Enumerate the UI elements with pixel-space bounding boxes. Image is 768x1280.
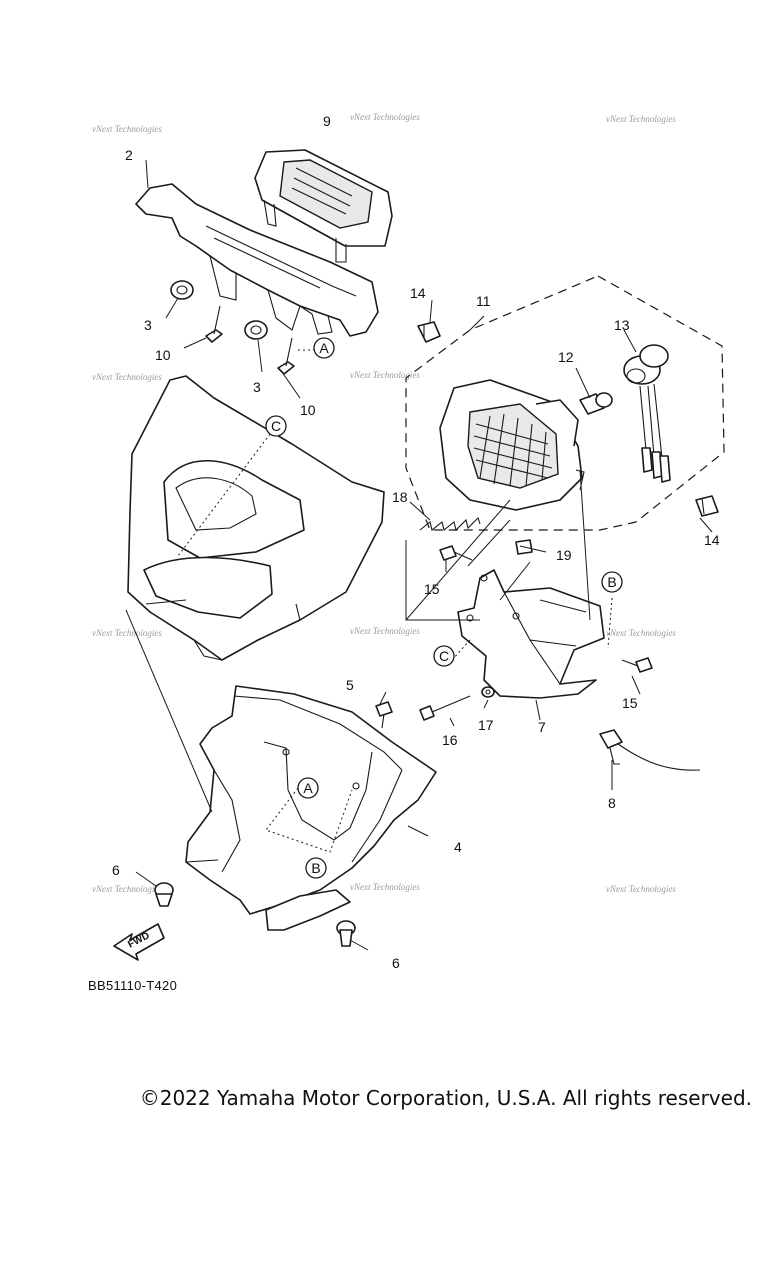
copyright-notice: ©2022 Yamaha Motor Corporation, U.S.A. A… [139, 1086, 752, 1110]
part-12-bulb [579, 392, 613, 415]
callout-12: 12 [558, 349, 574, 365]
watermark: vNext Technologies [350, 626, 420, 636]
part-2-bracket [135, 183, 379, 337]
part-4-lower-cover [185, 685, 437, 931]
part-5-screw [375, 701, 393, 729]
callout-10: 10 [300, 402, 316, 418]
reference-markers: A A B B C C [265, 337, 623, 879]
connection-lines [125, 159, 713, 951]
headlight-assembly-outline [405, 275, 725, 531]
part-3-grommets [170, 280, 268, 340]
callout-4: 4 [454, 839, 462, 855]
watermark: vNext Technologies [606, 628, 676, 638]
watermark: vNext Technologies [92, 884, 162, 894]
callout-10: 10 [155, 347, 171, 363]
watermark: vNext Technologies [606, 114, 676, 124]
callout-9: 9 [323, 113, 331, 129]
callout-6: 6 [112, 862, 120, 878]
part-8-clamp [599, 729, 701, 771]
fwd-arrow-icon: FWD [113, 923, 165, 961]
callout-3: 3 [144, 317, 152, 333]
watermark: vNext Technologies [92, 124, 162, 134]
diagram-code: BB51110-T420 [88, 978, 178, 993]
callout-13: 13 [614, 317, 630, 333]
callout-17: 17 [478, 717, 494, 733]
callout-6: 6 [392, 955, 400, 971]
callout-14: 14 [410, 285, 426, 301]
headlight-unit [439, 379, 585, 511]
callout-7: 7 [538, 719, 546, 735]
part-18-spring [419, 516, 481, 532]
ref-c: C [439, 648, 449, 664]
ref-c: C [271, 418, 281, 434]
callout-3: 3 [253, 379, 261, 395]
watermark: vNext Technologies [606, 884, 676, 894]
part-7-stay [457, 569, 605, 699]
watermark: vNext Technologies [350, 882, 420, 892]
part-9-meter [254, 149, 393, 263]
callout-16: 16 [442, 732, 458, 748]
parts-diagram: vNext Technologies vNext Technologies vN… [92, 112, 725, 971]
callout-18: 18 [392, 489, 408, 505]
part-15-bolts [439, 545, 653, 673]
part-6-rivets [154, 882, 356, 947]
callout-5: 5 [346, 677, 354, 693]
watermarks: vNext Technologies vNext Technologies vN… [92, 112, 676, 894]
callout-numbers: 2 9 3 10 3 10 14 11 13 12 14 18 19 15 15… [112, 113, 720, 971]
callout-15: 15 [622, 695, 638, 711]
callout-8: 8 [608, 795, 616, 811]
callout-15: 15 [424, 581, 440, 597]
part-17-washer [481, 686, 495, 698]
part-13-socket [623, 344, 671, 483]
part-10-screws [205, 305, 295, 375]
watermark: vNext Technologies [350, 112, 420, 122]
ref-b: B [311, 860, 320, 876]
part-1-cowl [127, 375, 385, 661]
part-14-clips [417, 321, 719, 517]
watermark: vNext Technologies [92, 372, 162, 382]
ref-b: B [607, 574, 616, 590]
callout-11: 11 [476, 293, 491, 309]
ref-a: A [303, 780, 313, 796]
part-16-long-bolt [419, 695, 471, 721]
callout-14: 14 [704, 532, 720, 548]
callout-2: 2 [125, 147, 133, 163]
callout-19: 19 [556, 547, 572, 563]
watermark: vNext Technologies [92, 628, 162, 638]
watermark: vNext Technologies [350, 370, 420, 380]
ref-a: A [319, 340, 329, 356]
